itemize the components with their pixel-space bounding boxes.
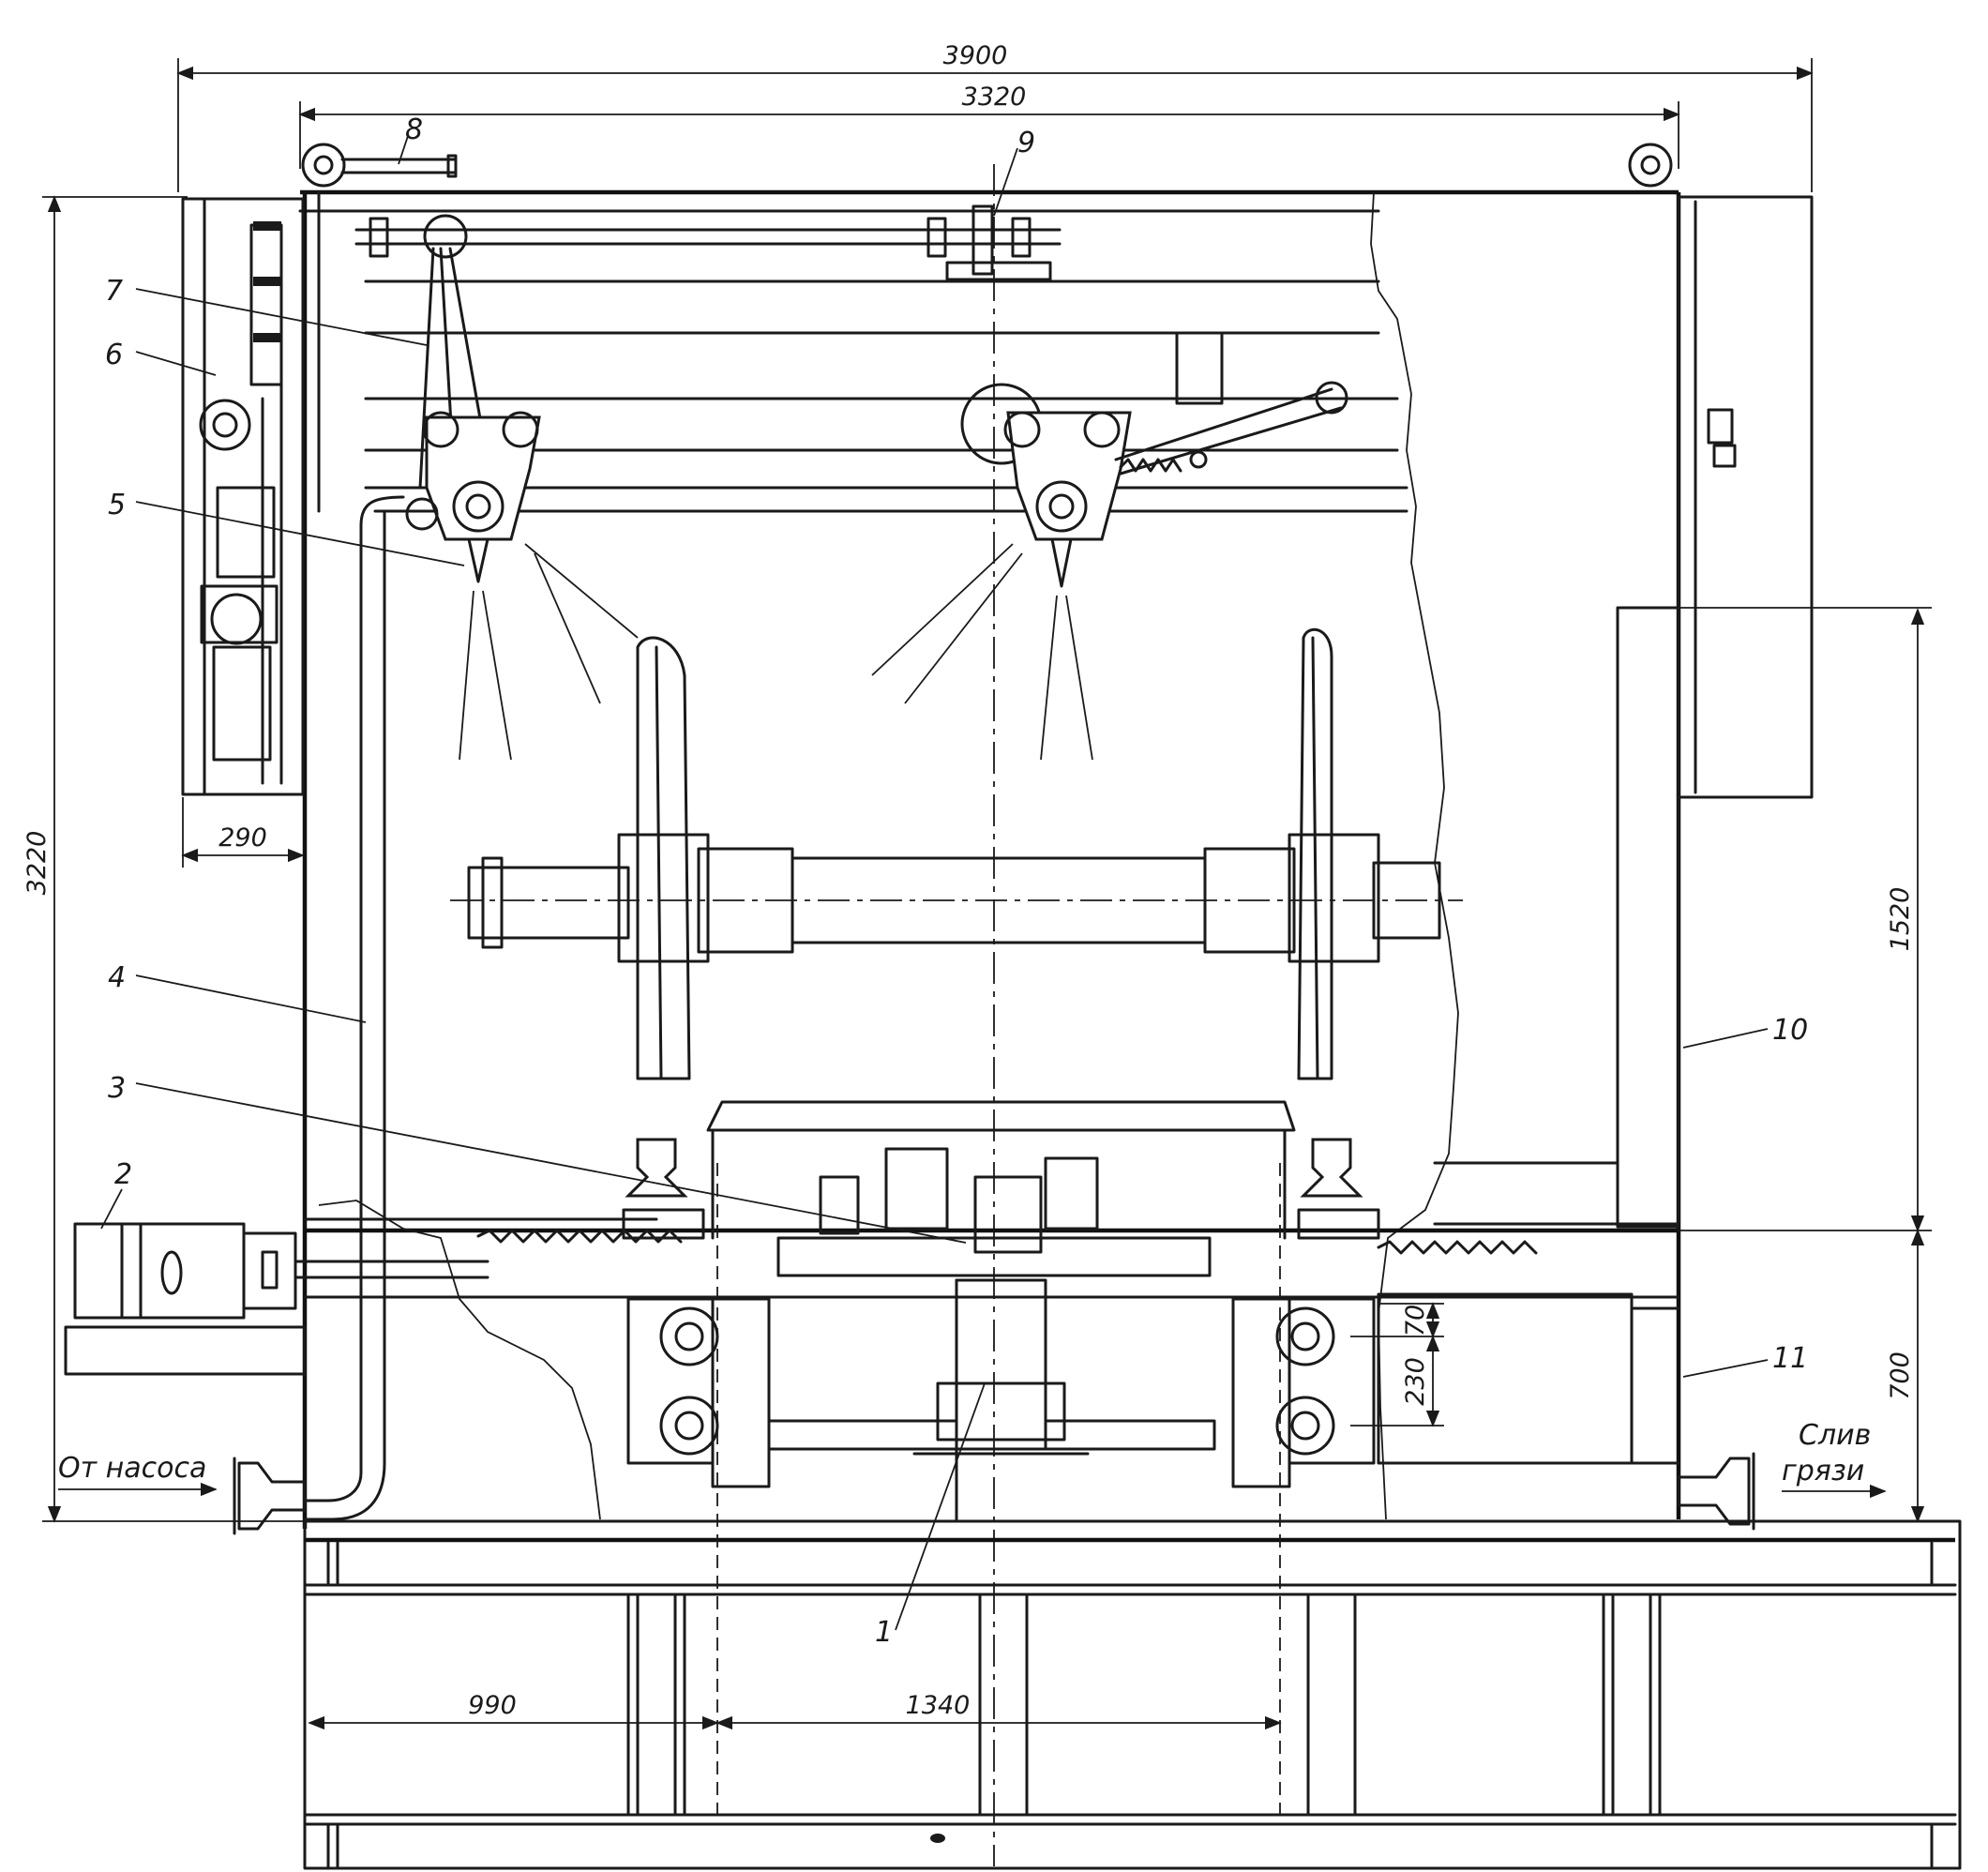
supply-pipe: [303, 495, 405, 1521]
outlet-note: Слив грязи: [1782, 1419, 1887, 1499]
callout-7-label: 7: [105, 275, 123, 308]
callout-9-label: 9: [1017, 127, 1035, 159]
base-frame: [303, 1519, 1962, 1870]
carriage: [706, 1100, 1296, 1521]
pump-motor: [64, 1222, 489, 1376]
dimension-overall-width: 3900: [176, 41, 1814, 192]
outlet-label-1: Слив: [1799, 1419, 1871, 1452]
right-valve: [1707, 408, 1737, 468]
callout-4-label: 4: [108, 961, 126, 994]
rail-left: [622, 1138, 705, 1240]
callout-10-label: 10: [1772, 1014, 1808, 1047]
callout-11-label: 11: [1772, 1342, 1808, 1375]
top-rail-bracket: [340, 154, 458, 178]
rail-right: [1297, 1138, 1380, 1240]
rail-beam: [303, 1217, 1680, 1299]
roller-group-left: [626, 1297, 771, 1488]
section-break-left: [318, 1200, 601, 1520]
side-box: [1377, 1292, 1680, 1465]
outlet-flange: [1677, 1452, 1755, 1531]
top-drive-shaft: [354, 204, 1062, 281]
callout-10: 10: [1682, 1014, 1808, 1049]
roller-group-right: [1231, 1297, 1376, 1488]
inlet-flange: [233, 1457, 307, 1535]
outlet-label-2: грязи: [1782, 1455, 1864, 1487]
callout-1: 1: [875, 1382, 986, 1649]
dimension-roller-spacing: 70 230: [1350, 1302, 1444, 1427]
callout-11: 11: [1682, 1342, 1808, 1378]
housing-right-wall: [1676, 192, 1814, 1519]
callout-5: 5: [108, 489, 465, 566]
dim-230-label: 230: [1401, 1357, 1430, 1406]
callout-7: 7: [105, 275, 428, 346]
callout-8: 8: [398, 113, 423, 165]
callout-2-label: 2: [114, 1158, 132, 1191]
dim-3320-label: 3320: [962, 83, 1027, 112]
nozzle-arm-left: [405, 247, 639, 761]
lifting-eye-left: [301, 143, 346, 188]
callout-3: 3: [108, 1072, 967, 1244]
tension-lever-right: [1114, 381, 1348, 476]
callout-3-label: 3: [108, 1072, 126, 1105]
dim-3900-label: 3900: [943, 41, 1008, 70]
callout-2: 2: [100, 1158, 132, 1230]
lifting-eye-right: [1628, 143, 1673, 188]
dim-290-label: 290: [218, 823, 267, 853]
inlet-note: От насоса: [58, 1452, 218, 1497]
inspection-box: [1175, 331, 1224, 405]
callout-8-label: 8: [405, 113, 423, 146]
dimension-overall-height: 3220: [23, 195, 309, 1523]
inlet-label: От насоса: [58, 1452, 206, 1485]
sludge-tank: [1433, 606, 1680, 1229]
dim-700-label: 700: [1886, 1351, 1915, 1400]
dimension-panel-width: 290: [181, 797, 305, 868]
callout-4: 4: [108, 961, 367, 1023]
drive-panel: [181, 197, 305, 796]
dimension-inner-width: 3320: [298, 83, 1680, 169]
dim-1520-label: 1520: [1886, 887, 1915, 952]
callout-6-label: 6: [105, 339, 123, 371]
dim-990-label: 990: [468, 1691, 517, 1720]
callout-5-label: 5: [108, 489, 126, 521]
dimension-tank-height: 1520: [1679, 607, 1932, 1232]
nozzle-arm-right: [871, 383, 1132, 761]
dim-3220-label: 3220: [23, 831, 52, 896]
dimension-rail-positions: 990 1340: [308, 1691, 1282, 1730]
callout-6: 6: [105, 339, 217, 376]
housing-left-wall: [302, 190, 321, 1529]
callout-9: 9: [993, 127, 1035, 217]
dim-1340-label: 1340: [906, 1691, 971, 1720]
callout-1-label: 1: [875, 1616, 893, 1649]
dim-70-label: 70: [1401, 1305, 1430, 1336]
wheelset: [450, 627, 1463, 1080]
hidden-rail-lines: [716, 1163, 1281, 1819]
